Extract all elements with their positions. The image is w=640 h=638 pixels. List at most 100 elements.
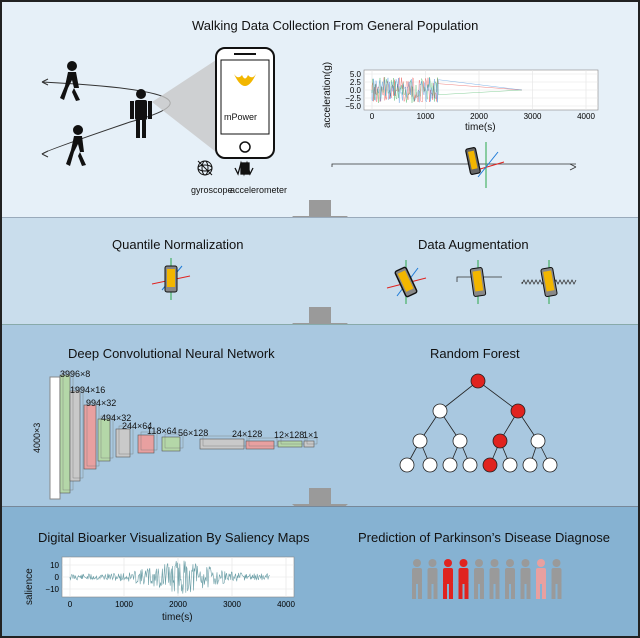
cnn-layer-label: 56×128 bbox=[178, 428, 209, 438]
person-icon bbox=[474, 559, 484, 599]
accel-ytick: −5.0 bbox=[345, 102, 361, 111]
panel-title-prediction: Prediction of Parkinson’s Disease Diagno… bbox=[358, 530, 610, 545]
tree-node bbox=[482, 457, 498, 473]
walking-person-icon bbox=[60, 61, 80, 101]
accel-ylabel: acceleration(g) bbox=[322, 61, 333, 128]
tree-node bbox=[470, 373, 486, 389]
tree-node bbox=[442, 457, 458, 473]
accel-ytick: 5.0 bbox=[350, 70, 362, 79]
person-icon bbox=[412, 559, 422, 599]
tree-node bbox=[542, 457, 558, 473]
panel-title-random-forest: Random Forest bbox=[430, 346, 520, 361]
accel-series bbox=[371, 77, 522, 103]
saliency-ytick: −10 bbox=[45, 585, 59, 594]
normalized-phone-icon bbox=[151, 258, 191, 300]
cnn-layer-block bbox=[161, 436, 181, 452]
cnn-layer-label: 1994×16 bbox=[70, 385, 106, 395]
tree-node bbox=[510, 403, 526, 419]
cnn-layer-block bbox=[137, 434, 155, 454]
panel-data-collection: Walking Data Collection From General Pop… bbox=[2, 2, 638, 217]
gyroscope-label: gyroscope bbox=[191, 185, 233, 195]
tree-node bbox=[422, 457, 438, 473]
saliency-ytick: 10 bbox=[50, 561, 59, 570]
saliency-xtick: 0 bbox=[68, 600, 73, 609]
accel-xtick: 3000 bbox=[524, 112, 542, 121]
person-icon bbox=[536, 559, 546, 599]
cnn-layer-label: 24×128 bbox=[232, 429, 263, 439]
cnn-layer-label: 494×32 bbox=[101, 413, 132, 423]
app-name-label: mPower bbox=[224, 112, 258, 122]
person-icon bbox=[489, 559, 500, 599]
phone-icon bbox=[215, 47, 275, 159]
augmented-phone-shift-icon bbox=[521, 260, 577, 304]
cnn-layer-label: 1×1 bbox=[303, 430, 319, 440]
zoom-wedge bbox=[152, 60, 216, 152]
tree-node bbox=[502, 457, 518, 473]
saliency-xtick: 3000 bbox=[223, 600, 241, 609]
cnn-layer-label: 118×64 bbox=[147, 426, 177, 436]
accel-ytick: 2.5 bbox=[350, 78, 362, 87]
accelerometer-label: accelerometer bbox=[230, 185, 288, 195]
acceleration-chart: 0 1000 2000 3000 4000 5.02.50.0−2.5−5.0 bbox=[345, 69, 599, 121]
panel-title-data-collection: Walking Data Collection From General Pop… bbox=[192, 18, 479, 33]
saliency-ytick: 0 bbox=[55, 573, 60, 582]
cnn-layer-block bbox=[69, 390, 81, 482]
accel-ytick: 0.0 bbox=[350, 86, 362, 95]
augmented-phone-rotated-icon bbox=[386, 260, 427, 304]
accel-ytick: −2.5 bbox=[345, 94, 361, 103]
person-icon bbox=[458, 559, 469, 599]
cnn-architecture bbox=[49, 371, 318, 500]
tree-node bbox=[522, 457, 538, 473]
accel-series bbox=[371, 76, 522, 104]
walking-path bbox=[41, 81, 171, 155]
augmented-phone-noise-icon bbox=[456, 260, 502, 304]
tree-node bbox=[492, 433, 508, 449]
cnn-layer-block bbox=[245, 440, 275, 450]
cnn-layer-label: 994×32 bbox=[86, 398, 117, 408]
accel-xlabel: time(s) bbox=[465, 122, 496, 133]
accel-series bbox=[371, 77, 522, 103]
tree-node bbox=[462, 457, 478, 473]
cnn-layer-label: 12×128 bbox=[274, 430, 305, 440]
person-icon bbox=[443, 559, 453, 599]
tree-node bbox=[432, 403, 448, 419]
saliency-xlabel: time(s) bbox=[162, 612, 193, 623]
tree-node bbox=[452, 433, 468, 449]
cnn-layer-label: 244×64 bbox=[122, 421, 153, 431]
standing-person-icon bbox=[130, 89, 152, 138]
phone-axes-icon bbox=[465, 142, 505, 188]
accel-xtick: 2000 bbox=[470, 112, 488, 121]
panel-title-normalization: Quantile Normalization bbox=[112, 237, 244, 252]
tree-node bbox=[530, 433, 546, 449]
person-icon bbox=[520, 559, 531, 599]
gyroscope-icon bbox=[197, 160, 213, 176]
saliency-xtick: 2000 bbox=[169, 600, 187, 609]
accelerometer-icon bbox=[234, 160, 254, 177]
panel-outputs: Digital Bioarker Visualization By Salien… bbox=[2, 506, 638, 636]
walking-person-icon bbox=[66, 125, 86, 166]
mpower-logo-icon bbox=[234, 74, 256, 86]
panel-models: Deep Convolutional Neural Network Random… bbox=[2, 324, 638, 507]
panel-title-cnn: Deep Convolutional Neural Network bbox=[68, 346, 275, 361]
walking-signal-wave bbox=[331, 163, 576, 167]
random-forest-tree bbox=[399, 373, 558, 473]
cnn-layer-block bbox=[115, 428, 131, 458]
patient-prediction-row bbox=[412, 559, 562, 599]
accel-xtick: 4000 bbox=[577, 112, 595, 121]
saliency-xtick: 4000 bbox=[277, 600, 295, 609]
accel-xtick: 1000 bbox=[417, 112, 435, 121]
panel-preprocessing: Quantile Normalization Data Augmentation bbox=[2, 217, 638, 325]
data-collection-graphic: 0 1000 2000 3000 4000 5.02.50.0−2.5−5.0 bbox=[41, 47, 599, 188]
accel-xtick: 0 bbox=[370, 112, 375, 121]
cnn-layer-block bbox=[199, 438, 245, 450]
tree-node bbox=[412, 433, 428, 449]
tree-node bbox=[399, 457, 415, 473]
preprocessing-graphic bbox=[151, 258, 577, 304]
person-icon bbox=[427, 559, 438, 599]
person-icon bbox=[551, 559, 562, 599]
panel-title-saliency: Digital Bioarker Visualization By Salien… bbox=[38, 530, 310, 545]
panel-title-augmentation: Data Augmentation bbox=[418, 237, 529, 252]
person-icon bbox=[505, 559, 515, 599]
